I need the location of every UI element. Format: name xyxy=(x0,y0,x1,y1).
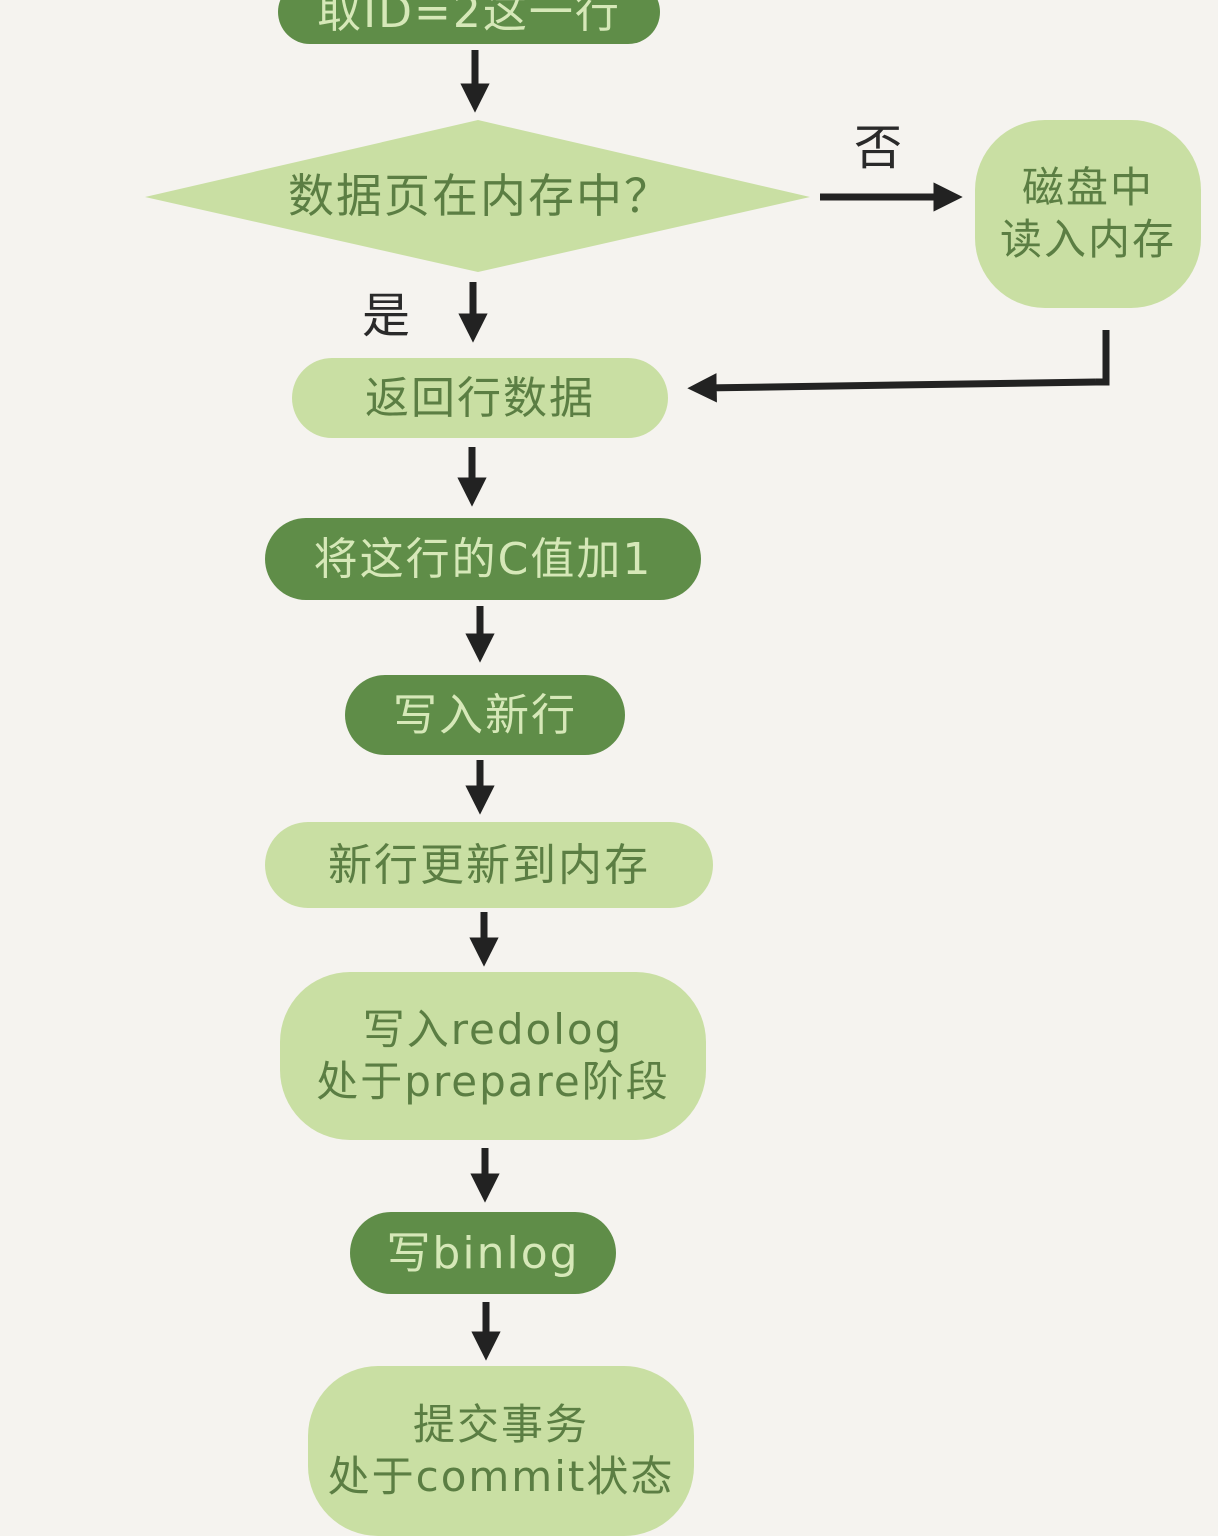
label-yes: 是 xyxy=(362,288,411,344)
step-add-one: 将这行的C值加1 xyxy=(265,518,701,600)
step-return-row: 返回行数据 xyxy=(292,358,668,438)
step-commit: 提交事务 处于commit状态 xyxy=(308,1366,694,1536)
step-fetch-row: 取ID=2这一行 xyxy=(278,0,660,44)
step-write-new-row: 写入新行 xyxy=(345,675,625,755)
step-write-binlog: 写binlog xyxy=(350,1212,616,1294)
decision-label: 数据页在内存中？ xyxy=(288,169,672,224)
arrow-disk-to-return-row xyxy=(687,373,1097,403)
step-return-row-label: 返回行数据 xyxy=(365,372,595,424)
step-update-memory: 新行更新到内存 xyxy=(265,822,713,908)
step-fetch-row-label: 取ID=2这一行 xyxy=(317,0,621,38)
step-redolog-prepare: 写入redolog 处于prepare阶段 xyxy=(280,972,706,1140)
decision-diamond xyxy=(145,120,810,272)
step-write-new-row-label: 写入新行 xyxy=(393,689,577,741)
label-no: 否 xyxy=(854,120,903,176)
step-write-binlog-label: 写binlog xyxy=(386,1227,580,1279)
step-read-disk-label: 磁盘中 读入内存 xyxy=(999,162,1176,265)
step-redolog-prepare-label: 写入redolog 处于prepare阶段 xyxy=(316,1004,670,1107)
step-read-disk: 磁盘中 读入内存 xyxy=(975,120,1201,308)
step-update-memory-label: 新行更新到内存 xyxy=(328,839,650,891)
arrow-disk-return xyxy=(1096,330,1110,386)
step-commit-label: 提交事务 处于commit状态 xyxy=(327,1399,675,1502)
decision-node: 数据页在内存中？ xyxy=(250,162,710,232)
step-add-one-label: 将这行的C值加1 xyxy=(313,533,653,585)
